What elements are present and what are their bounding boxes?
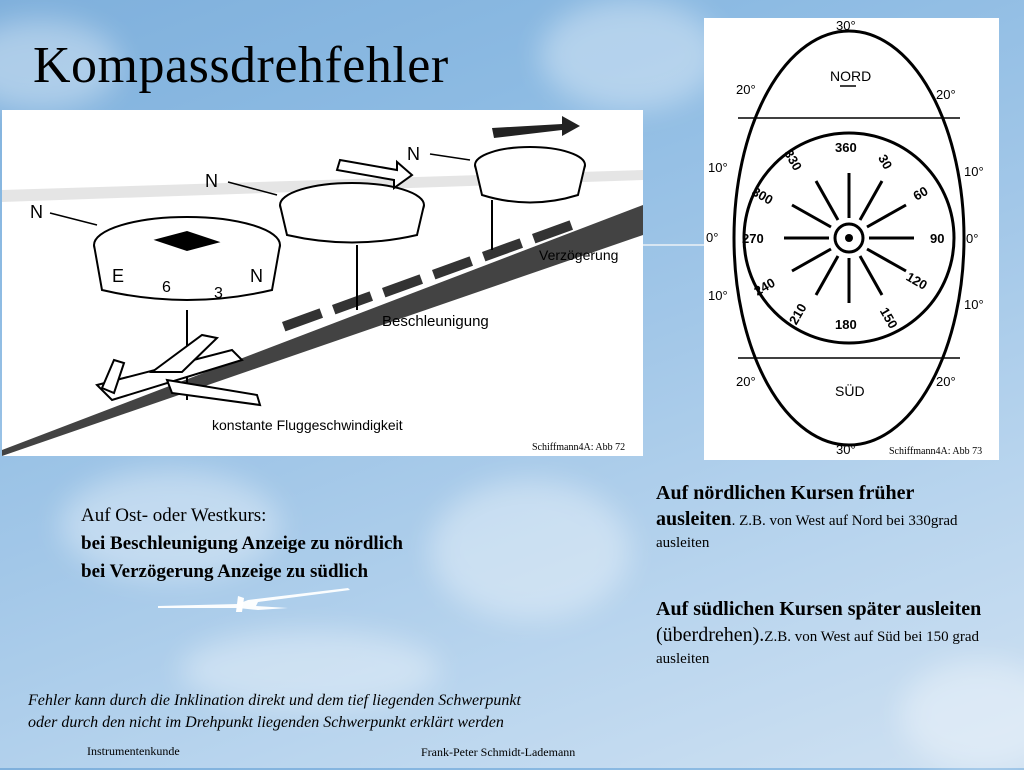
left-text-block: Auf Ost- oder Westkurs: bei Beschleunigu…	[81, 502, 403, 586]
left-mark-4: 10°	[708, 288, 728, 303]
compass-1	[93, 216, 281, 400]
left-line-1: Auf Ost- oder Westkurs:	[81, 505, 267, 526]
south-rule-bold: Auf südlichen Kursen später ausleiten	[656, 598, 982, 620]
right-mark-5: 20°	[936, 374, 956, 389]
north-rule-detail: . Z.B. von West auf Nord bei 330grad aus…	[656, 513, 958, 551]
cloud	[60, 470, 280, 580]
left-mark-1: 20°	[736, 82, 756, 97]
heading-60: 60	[910, 183, 930, 203]
left-mark-3: 0°	[706, 230, 718, 245]
label-nord: NORD	[830, 68, 871, 84]
left-line-2: bei Beschleunigung Anzeige zu nördlich	[81, 533, 403, 554]
north-label-3: N	[407, 144, 420, 164]
cloud	[180, 630, 440, 710]
heading-300: 300	[749, 184, 775, 208]
right-mark-3: 0°	[966, 231, 978, 246]
right-mark-2: 10°	[964, 164, 984, 179]
cloud	[900, 660, 1024, 770]
heading-120: 120	[904, 269, 930, 293]
compass-1-e: E	[112, 266, 124, 286]
heading-150: 150	[877, 305, 901, 331]
south-rule-detail: Z.B. von West auf Süd bei 150 grad ausle…	[656, 629, 980, 667]
bottom-note: Fehler kann durch die Inklination direkt…	[28, 690, 521, 734]
label-accel: Beschleunigung	[382, 313, 489, 330]
heading-180: 180	[835, 317, 857, 332]
right-text-north: Auf nördlichen Kursen früher ausleiten. …	[656, 480, 986, 554]
bottom-note-line-2: oder durch den nicht im Drehpunkt liegen…	[28, 714, 504, 731]
connector-line	[643, 244, 704, 246]
figure1-caption: Schiffmann4A: Abb 72	[532, 442, 626, 453]
left-line-3: bei Verzögerung Anzeige zu südlich	[81, 561, 369, 582]
heading-270: 270	[742, 231, 764, 246]
heading-90: 90	[930, 231, 944, 246]
glider-image	[158, 588, 350, 612]
compass-3	[474, 146, 586, 250]
heading-330: 330	[781, 147, 805, 173]
label-decel: Verzögerung	[539, 247, 618, 263]
bottom-note-line-1: Fehler kann durch die Inklination direkt…	[28, 692, 521, 709]
north-rule-bold: Auf nördlichen Kursen früher ausleiten	[656, 482, 914, 530]
right-mark-1: 20°	[936, 87, 956, 102]
figure-compass-acceleration: E 6 3 N N N N Verzöger	[2, 110, 643, 456]
figure2-caption: Schiffmann4A: Abb 73	[889, 446, 983, 457]
left-mark-5: 20°	[736, 374, 756, 389]
airplane	[95, 333, 262, 407]
compass-illustration: E 6 3 N N N N Verzöger	[2, 116, 643, 456]
north-label-1: N	[30, 202, 43, 222]
right-text-south: Auf südlichen Kursen später ausleiten (ü…	[656, 596, 986, 670]
compass-1-6: 6	[162, 279, 171, 296]
label-speed: konstante Fluggeschwindigkeit	[212, 417, 403, 433]
mark-bottom: 30°	[836, 442, 856, 457]
compass-1-3: 3	[214, 285, 223, 302]
slide-title: Kompassdrehfehler	[33, 37, 449, 94]
right-mark-4: 10°	[964, 297, 984, 312]
heading-360: 360	[835, 140, 857, 155]
compass-2	[279, 182, 425, 310]
heading-240: 240	[751, 275, 777, 299]
left-mark-2: 10°	[708, 160, 728, 175]
label-sued: SÜD	[835, 382, 865, 399]
footer-course: Instrumentenkunde	[87, 744, 180, 758]
cloud	[430, 480, 630, 620]
cloud	[540, 0, 720, 110]
compass-1-n: N	[250, 266, 263, 286]
mark-top: 30°	[836, 18, 856, 33]
turning-error-diagram: 30° NORD SÜD 30° 20° 10° 0° 10° 20° 20° …	[706, 18, 984, 457]
figure-compass-turning: 30° NORD SÜD 30° 20° 10° 0° 10° 20° 20° …	[704, 18, 999, 460]
south-rule-paren: (überdrehen).	[656, 624, 765, 646]
footer-author: Frank-Peter Schmidt-Lademann	[421, 745, 576, 759]
heading-30: 30	[875, 152, 895, 172]
north-label-2: N	[205, 171, 218, 191]
